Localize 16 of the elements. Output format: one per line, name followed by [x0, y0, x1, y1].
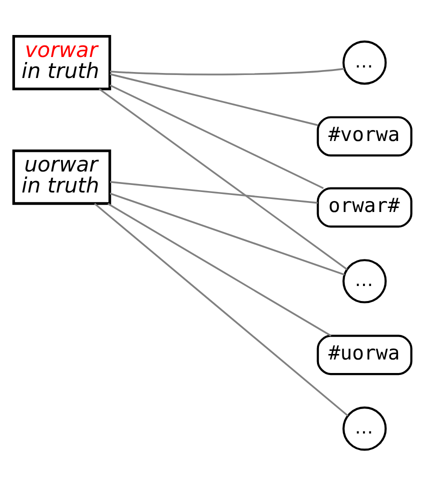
node-circle: …	[342, 259, 387, 304]
connector	[94, 202, 348, 416]
node-box: #vorwa	[316, 116, 412, 156]
node-box: orwar#	[316, 187, 412, 228]
connector	[108, 203, 332, 337]
node-box: #uorwa	[316, 334, 412, 376]
connector	[110, 192, 345, 276]
connector	[110, 181, 318, 204]
connector	[110, 84, 324, 189]
node-circle: …	[342, 406, 387, 451]
connector	[98, 88, 348, 270]
connector	[110, 68, 344, 76]
node-box: vorwar in truth	[12, 34, 112, 90]
connector	[110, 73, 318, 126]
node-circle: …	[342, 40, 387, 85]
node-box: uorwar in truth	[12, 150, 112, 205]
